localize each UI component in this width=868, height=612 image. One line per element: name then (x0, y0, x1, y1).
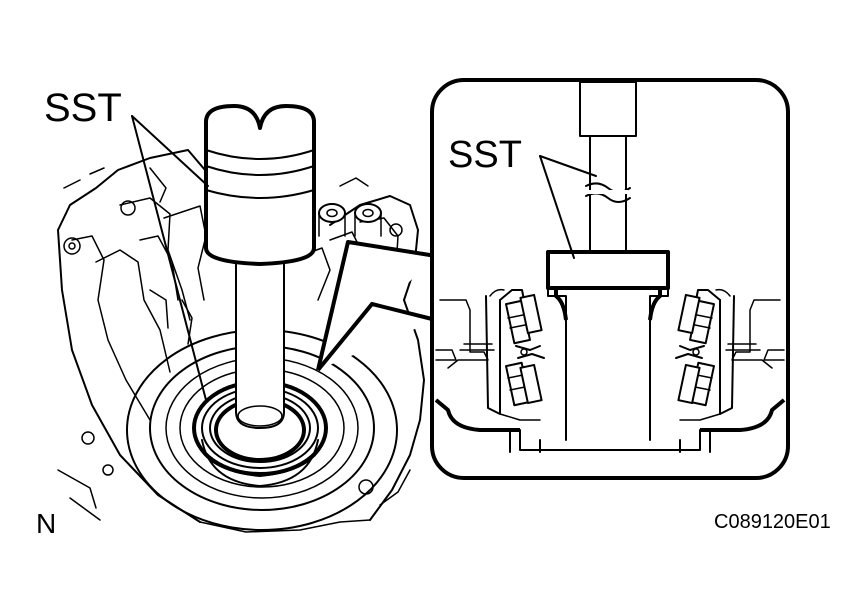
sst-press-tool-left (204, 104, 316, 429)
sst-label-right: SST (448, 134, 522, 176)
orientation-label: N (36, 508, 57, 539)
detail-section-view (434, 81, 786, 453)
figure-code: C089120E01 (714, 511, 831, 533)
sst-label-left: SST (44, 86, 122, 130)
leader-lines (131, 115, 597, 401)
